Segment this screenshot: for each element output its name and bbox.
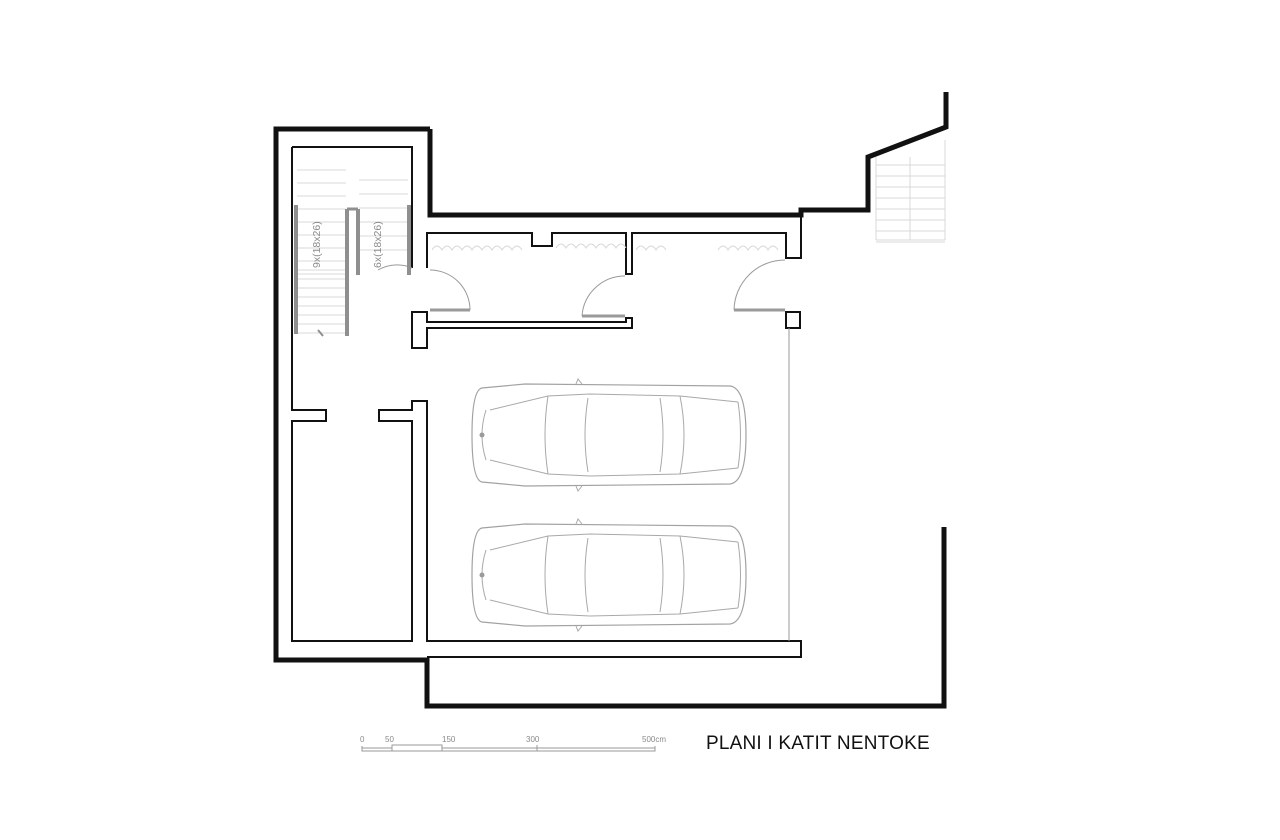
door-1 <box>429 269 471 312</box>
scale-tick-500: 500cm <box>642 735 666 744</box>
doors <box>377 259 786 318</box>
car-2 <box>471 518 747 632</box>
outer-wall-main <box>273 126 947 709</box>
door-2 <box>581 275 626 318</box>
outer-walls <box>273 92 949 709</box>
drawing-title: PLANI I KATIT NENTOKE <box>706 733 930 754</box>
scale-bar: 0 50 150 300 500cm <box>360 735 666 752</box>
outer-wall-top <box>427 92 949 218</box>
stair-label-1: 9x(18x26) <box>311 221 323 268</box>
internal-stair: 9x(18x26) 6x(18x26) <box>294 169 411 337</box>
inner-walls <box>291 146 802 658</box>
scale-tick-50: 50 <box>385 735 394 744</box>
scale-tick-150: 150 <box>442 735 456 744</box>
stair-label-2: 6x(18x26) <box>372 221 384 268</box>
room-fixtures <box>431 243 779 251</box>
corridor-wall <box>411 311 633 349</box>
service-rooms-back-wall <box>426 215 802 275</box>
scale-tick-0: 0 <box>360 735 365 744</box>
scale-tick-300: 300 <box>526 735 540 744</box>
car-1 <box>471 378 747 492</box>
door-3 <box>733 259 786 312</box>
structural-column <box>785 311 801 329</box>
stair-room-wall <box>291 146 802 658</box>
external-stair <box>875 140 946 243</box>
